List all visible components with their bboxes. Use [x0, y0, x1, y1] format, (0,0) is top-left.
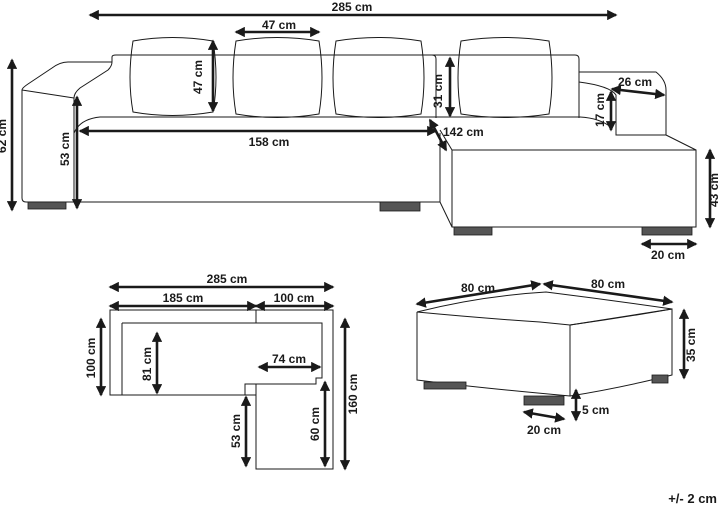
sofa-leg — [453, 226, 493, 236]
cushion-width-label: 47 cm — [262, 18, 296, 32]
backrest-outline — [111, 54, 437, 118]
cushion-height-label: 47 cm — [191, 60, 205, 94]
sofa-plan-view — [109, 309, 334, 470]
plan-chaise-lower-label: 53 cm — [229, 414, 243, 448]
plan-right-label: 100 cm — [274, 291, 315, 305]
ottoman-side-b-label: 80 cm — [591, 277, 625, 291]
ottoman-leg-height-label: 5 cm — [582, 403, 609, 417]
plan-overall-label: 285 cm — [207, 272, 248, 286]
seat-width-label: 158 cm — [249, 135, 290, 149]
chaise-backrest-outline — [432, 54, 580, 118]
sofa-leg — [641, 226, 693, 236]
plan-inner-depth-label: 81 cm — [140, 347, 154, 381]
ottoman-front — [416, 312, 571, 397]
back-cushion-height-label: 31 cm — [431, 74, 445, 108]
ottoman — [416, 291, 673, 406]
plan-chaise-inner-label: 74 cm — [272, 352, 306, 366]
sofa-leg — [27, 201, 67, 210]
chaise-front-block — [451, 149, 697, 228]
plan-view-dimensions — [95, 281, 351, 471]
ottoman-side-a-label: 80 cm — [461, 281, 495, 295]
base-height-label: 43 cm — [707, 173, 720, 207]
left-arm — [21, 61, 113, 203]
chaise-depth-label: 142 cm — [443, 125, 484, 139]
front-view-dimensions — [6, 9, 716, 250]
arm-height-label: 17 cm — [593, 93, 607, 127]
tolerance-note: +/- 2 cm — [668, 491, 717, 506]
ottoman-leg — [423, 381, 467, 390]
cushion-4 — [457, 37, 553, 118]
cushion-3 — [332, 37, 425, 118]
arm-width-label: 26 cm — [618, 75, 652, 89]
ottoman-height-label: 35 cm — [684, 328, 698, 362]
ottoman-leg — [523, 395, 565, 406]
plan-depth-label: 100 cm — [84, 338, 98, 379]
total-height-label: 62 cm — [0, 119, 9, 153]
plan-inner-line — [122, 322, 323, 395]
cushion-2 — [232, 37, 323, 118]
plan-outline — [109, 309, 334, 470]
sofa-leg — [379, 201, 421, 212]
plan-chaise-seat-label: 60 cm — [308, 407, 322, 441]
leg-width-label: 20 cm — [651, 248, 685, 262]
plan-left-label: 185 cm — [163, 291, 204, 305]
plan-chaise-length-label: 160 cm — [346, 374, 360, 415]
ottoman-dimensions — [415, 280, 690, 423]
seat-height-label: 53 cm — [58, 132, 72, 166]
sofa-front-view — [21, 37, 697, 236]
overall-width-label: 285 cm — [332, 0, 373, 14]
ottoman-leg-width-label: 20 cm — [527, 423, 561, 437]
ottoman-side — [569, 308, 673, 397]
ottoman-leg — [651, 374, 669, 384]
